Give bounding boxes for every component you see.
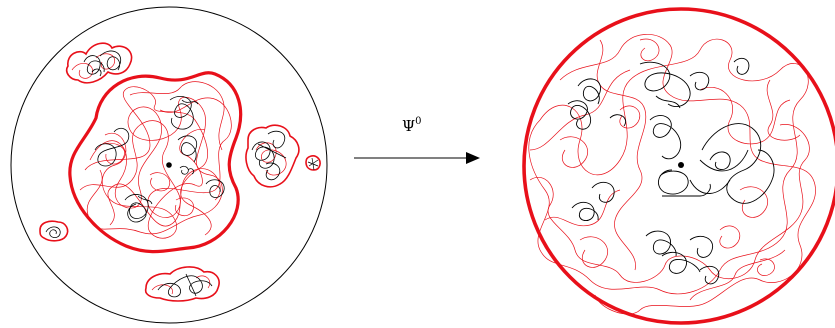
left-main-cluster-boundary: [68, 71, 243, 254]
left-cluster-bottom: [144, 266, 220, 302]
right-outer-circle: [522, 7, 835, 325]
left-cluster-right: [245, 124, 300, 188]
right-disk: [522, 7, 835, 325]
map-label-superscript: 0: [415, 116, 421, 127]
right-black-curves: [567, 57, 775, 285]
left-main-cluster-red-curves: [79, 81, 232, 239]
left-cluster-left: [39, 220, 69, 242]
arrow-head: [466, 152, 480, 164]
left-outer-circle: [10, 6, 328, 324]
left-disk: [10, 6, 328, 324]
left-cluster-far-right: [305, 155, 321, 171]
right-center-dot: [678, 162, 684, 168]
left-center-dot: [166, 162, 172, 168]
left-cluster-top: [65, 42, 133, 84]
map-arrow: Ψ0: [354, 116, 480, 164]
map-label: Ψ0: [402, 116, 422, 135]
left-main-cluster-black-curves: [94, 96, 225, 223]
